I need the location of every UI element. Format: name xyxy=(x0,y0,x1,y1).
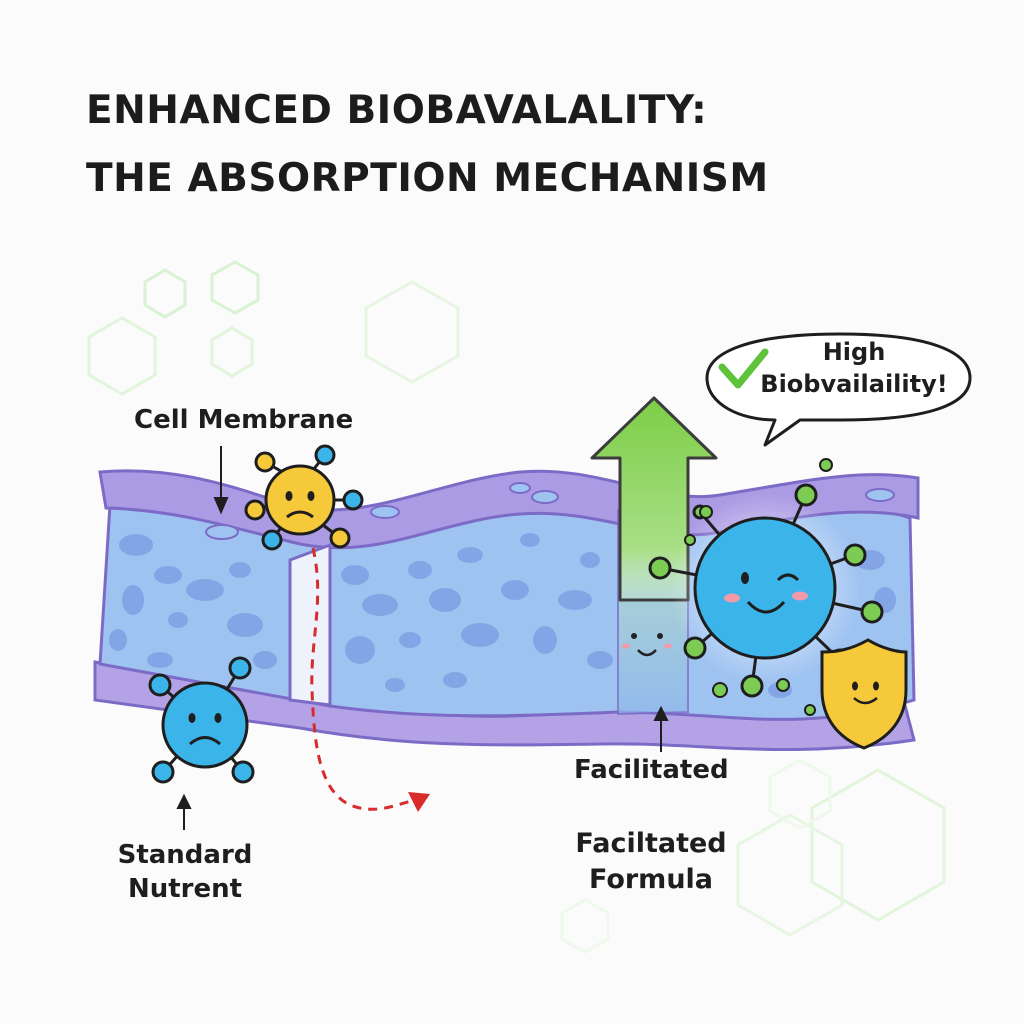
title-line-1: ENHANCED BIOBAVALALITY: xyxy=(86,88,708,133)
speech-bubble-line-2: Biobvailaility! xyxy=(760,370,948,398)
formula-label-line-1: Faciltated xyxy=(575,828,727,859)
cytoplasm-blobs xyxy=(109,533,896,698)
hexagon-decoration xyxy=(210,326,254,378)
pointer-arrows xyxy=(176,446,669,830)
cell-membrane-label: Cell Membrane xyxy=(134,405,354,435)
floating-dots xyxy=(684,458,833,716)
speech-bubble xyxy=(705,332,972,447)
background-hexagons xyxy=(87,260,946,954)
hexagon-decoration xyxy=(210,260,260,315)
title-line-2: THE ABSORPTION MECHANISM xyxy=(86,156,769,201)
hexagon-decoration xyxy=(560,898,610,954)
membrane-gap xyxy=(288,542,332,707)
facilitated-formula-label: Faciltated Formula xyxy=(568,826,734,898)
blocked-path-arrowhead xyxy=(408,792,430,812)
standard-nutrient-label-line-2: Nutrent xyxy=(127,874,243,904)
speech-bubble-text: High Biobvailaility! xyxy=(748,336,960,400)
hexagon-decoration xyxy=(810,768,946,922)
yellow-nutrient-sad xyxy=(244,444,364,551)
hexagon-decoration xyxy=(364,280,460,384)
formula-label-line-2: Formula xyxy=(588,864,714,895)
channel-smiley xyxy=(622,633,672,657)
speech-bubble-line-1: High xyxy=(822,338,886,366)
check-icon xyxy=(718,348,769,389)
shield-icon xyxy=(820,638,908,750)
hexagon-decoration xyxy=(87,316,157,396)
membrane-top-bubbles xyxy=(205,482,895,540)
facilitated-label: Facilitated xyxy=(574,755,729,785)
formula-nutrient-happy xyxy=(648,483,884,698)
standard-nutrient-label: Standard Nutrent xyxy=(110,838,260,906)
standard-nutrient-sad xyxy=(148,656,255,784)
standard-nutrient-label-line-1: Standard xyxy=(117,840,253,870)
blocked-path-arrow xyxy=(310,547,416,811)
hexagon-decoration xyxy=(768,758,832,830)
hexagon-decoration xyxy=(736,813,844,937)
hexagon-decoration xyxy=(143,268,187,319)
